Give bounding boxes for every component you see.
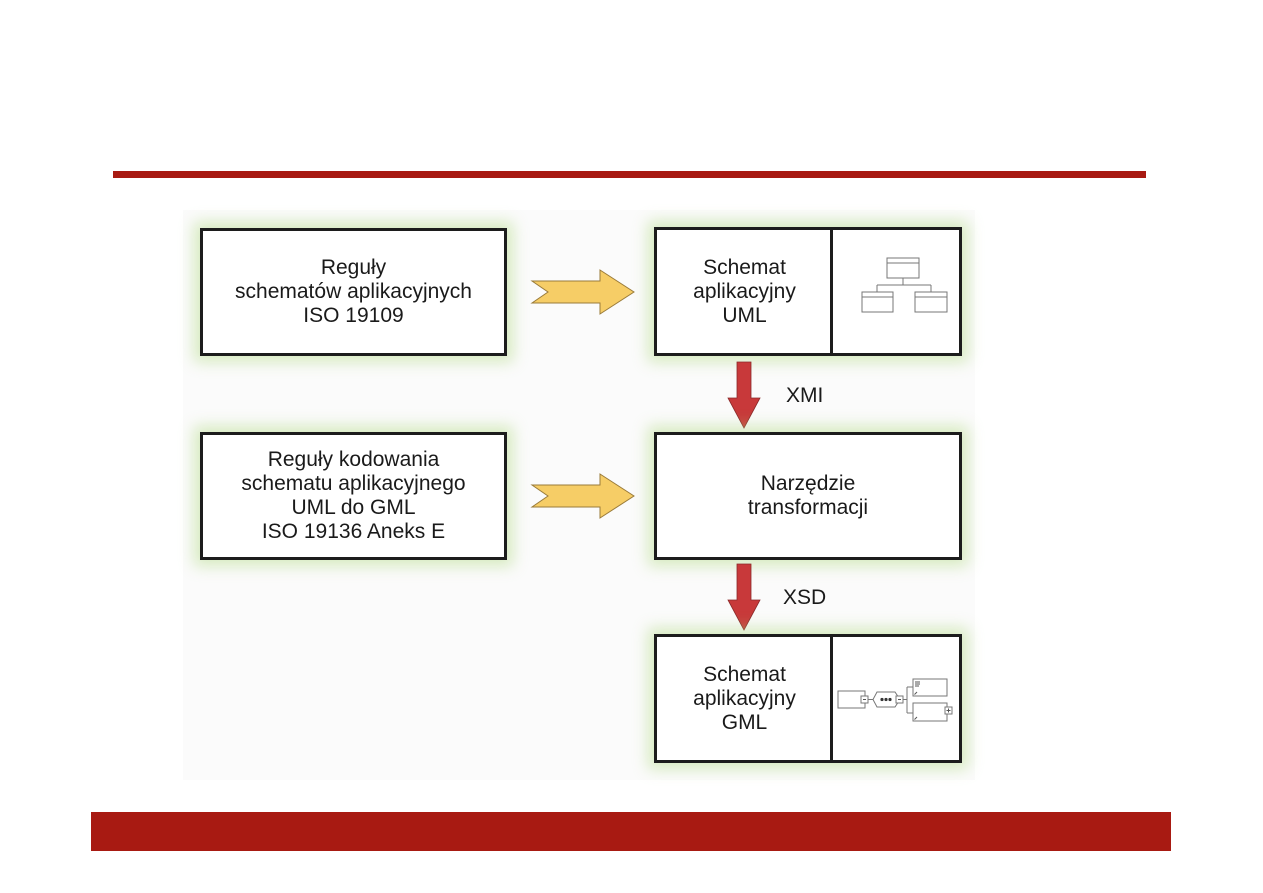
- box-line: transformacji: [747, 496, 869, 519]
- box-line: Schemat: [703, 662, 786, 686]
- box-divider: [830, 230, 833, 353]
- box-line: schematu aplikacyjnego: [241, 472, 466, 495]
- box-line: Reguły kodowania: [267, 448, 440, 471]
- box-line: UML: [722, 303, 767, 327]
- uml-class-diagram-icon: [861, 257, 948, 313]
- box-line: GML: [721, 710, 768, 734]
- box-line: schematów aplikacyjnych: [235, 280, 472, 303]
- yellow-arrow-icon: [530, 269, 635, 315]
- red-down-arrow-icon: [727, 563, 761, 631]
- transformation-tool-box: Narzędzie transformacji: [654, 432, 962, 560]
- xsd-label: XSD: [783, 586, 827, 609]
- box-line: Reguły: [320, 256, 387, 279]
- encoding-rules-box: Reguły kodowania schematu aplikacyjnego …: [200, 432, 507, 560]
- box-line: Narzędzie: [760, 472, 856, 495]
- box-line: ISO 19136 Aneks E: [261, 520, 446, 543]
- red-down-arrow-icon: [727, 361, 761, 429]
- box-divider: [830, 637, 833, 760]
- box-line: aplikacyjny: [693, 279, 796, 303]
- box-line: UML do GML: [291, 496, 416, 519]
- schema-uml-box: Schemat aplikacyjny UML: [654, 227, 962, 356]
- header-rule: [113, 171, 1146, 178]
- footer-band: [91, 812, 1171, 851]
- yellow-arrow-icon: [530, 473, 635, 519]
- box-line: Schemat: [703, 255, 786, 279]
- schema-gml-box: Schemat aplikacyjny GML: [654, 634, 962, 763]
- rules-iso19109-box: Reguły schematów aplikacyjnych ISO 19109: [200, 228, 507, 356]
- box-line: ISO 19109: [303, 304, 404, 327]
- xsd-schema-diagram-icon: [837, 678, 953, 722]
- xmi-label: XMI: [786, 384, 824, 407]
- box-line: aplikacyjny: [693, 686, 796, 710]
